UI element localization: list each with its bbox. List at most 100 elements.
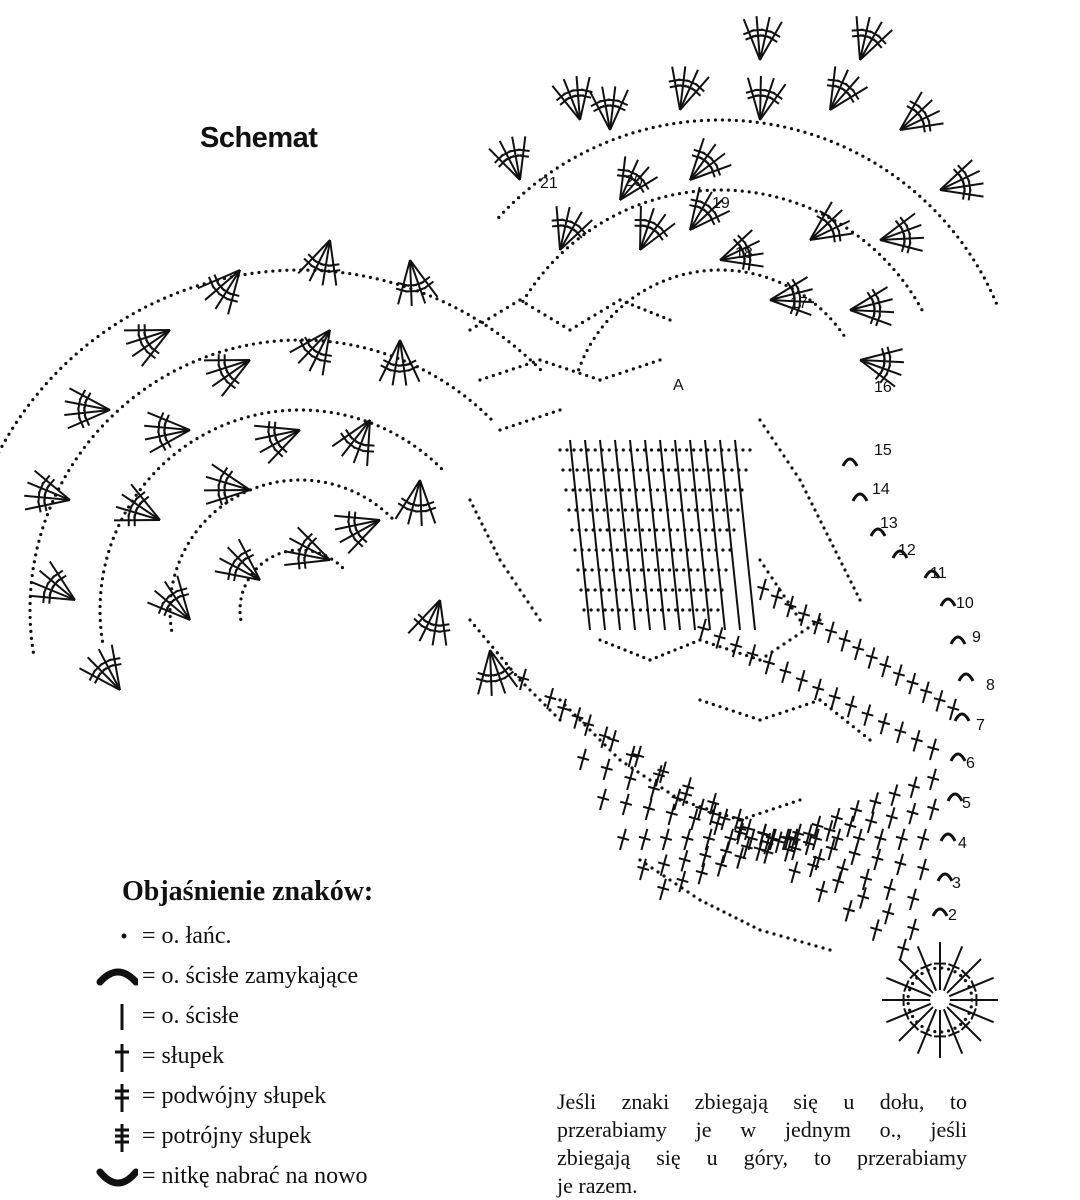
chain-dot <box>752 925 756 929</box>
chain-dot <box>505 305 510 310</box>
chain-dot <box>631 296 635 300</box>
chain-dot <box>800 940 804 944</box>
chain-dot <box>640 528 645 532</box>
chain-dot <box>709 268 713 272</box>
chain-dot <box>581 508 585 512</box>
chain-dot <box>343 413 347 417</box>
chain-dot <box>239 617 243 621</box>
chain-dot <box>920 971 924 976</box>
chain-dot <box>801 484 805 488</box>
chain-dot <box>913 296 917 300</box>
chain-dot <box>766 570 770 574</box>
chain-dot <box>829 139 833 144</box>
stitch-stem <box>627 745 636 768</box>
chain-dot <box>144 305 148 309</box>
chain-dot <box>688 271 692 275</box>
stitch-lines <box>24 16 998 1058</box>
chain-dot <box>185 363 189 367</box>
chain-dot <box>789 127 794 131</box>
chain-dot <box>553 713 557 717</box>
chain-dot <box>621 448 625 452</box>
stitch-bar <box>874 835 887 841</box>
stitch-stem <box>237 538 261 581</box>
stitch-stem <box>339 519 381 544</box>
chain-dot <box>555 320 560 325</box>
stitch-bar <box>903 980 910 992</box>
stitch-stem <box>797 669 806 692</box>
legend-item-double-crochet: = słupek <box>90 1040 510 1076</box>
chain-dot <box>639 568 644 572</box>
chain-dot <box>278 268 282 273</box>
chain-dot <box>994 301 998 305</box>
stitch-bar <box>832 878 845 884</box>
stitch-bar <box>910 737 923 743</box>
chain-dot <box>619 528 623 532</box>
stitch-stem <box>919 858 927 881</box>
stitch-bar <box>734 825 747 831</box>
chain-dot <box>577 368 581 372</box>
chain-dot <box>78 451 82 455</box>
chain-dot <box>781 197 786 201</box>
stitch-stem <box>859 359 896 388</box>
stitch-stem <box>214 269 241 310</box>
stitch-bar <box>970 1008 977 1020</box>
chain-dot <box>280 409 285 413</box>
stitch-bar <box>865 654 878 660</box>
chain-dot <box>630 303 635 307</box>
stitch-stem <box>297 239 331 274</box>
chain-dot <box>798 705 802 709</box>
chain-dot <box>474 324 478 328</box>
chain-dot <box>428 294 433 298</box>
chain-dot <box>770 436 774 440</box>
chain-dot <box>562 324 566 328</box>
stitch-bar <box>690 87 702 97</box>
chain-dot <box>584 528 588 532</box>
chain-dot <box>633 528 637 532</box>
chain-dot <box>571 241 575 245</box>
stitch-stem <box>881 655 889 678</box>
chain-dot <box>150 302 154 306</box>
stitch-bar <box>734 854 747 860</box>
stitch-stem <box>27 481 71 501</box>
stitch-bar <box>715 163 722 176</box>
stitch-bar <box>851 88 860 100</box>
chain-dot <box>119 319 123 323</box>
stitch-bar <box>906 680 919 686</box>
stitch-stem <box>489 649 519 688</box>
chain-dot <box>3 438 8 442</box>
chain-dot <box>401 436 405 441</box>
chain-dot <box>718 528 722 532</box>
chain-dot <box>264 270 268 274</box>
chain-dot <box>649 285 653 289</box>
chain-dot <box>805 702 809 707</box>
stitch-stem <box>791 838 799 861</box>
chain-dot <box>582 355 586 359</box>
chain-dot <box>513 672 518 677</box>
chain-dot <box>609 314 614 318</box>
chain-dot <box>525 419 529 423</box>
chain-dot <box>111 536 115 540</box>
chain-dot <box>731 709 735 713</box>
chain-dot <box>709 608 713 612</box>
stitch-bar <box>397 502 409 511</box>
chain-dot <box>738 651 742 655</box>
chain-dot <box>638 468 643 472</box>
stitch-stem <box>659 854 668 876</box>
chain-dot <box>96 429 100 433</box>
chain-dot <box>41 526 45 530</box>
chain-dot <box>292 268 296 272</box>
chain-dot <box>638 129 642 133</box>
chain-dot <box>375 277 379 281</box>
chain-dot <box>670 448 675 452</box>
chain-dot <box>622 548 626 552</box>
chain-dot <box>906 994 910 999</box>
chain-dot <box>764 275 769 280</box>
chain-dot <box>635 653 640 657</box>
chain-dot <box>421 368 425 372</box>
chain-dot <box>514 582 518 586</box>
row-number: 5 <box>962 795 971 812</box>
chain-dot <box>407 440 411 444</box>
chain-dot <box>704 528 708 532</box>
chain-dot <box>183 547 187 552</box>
